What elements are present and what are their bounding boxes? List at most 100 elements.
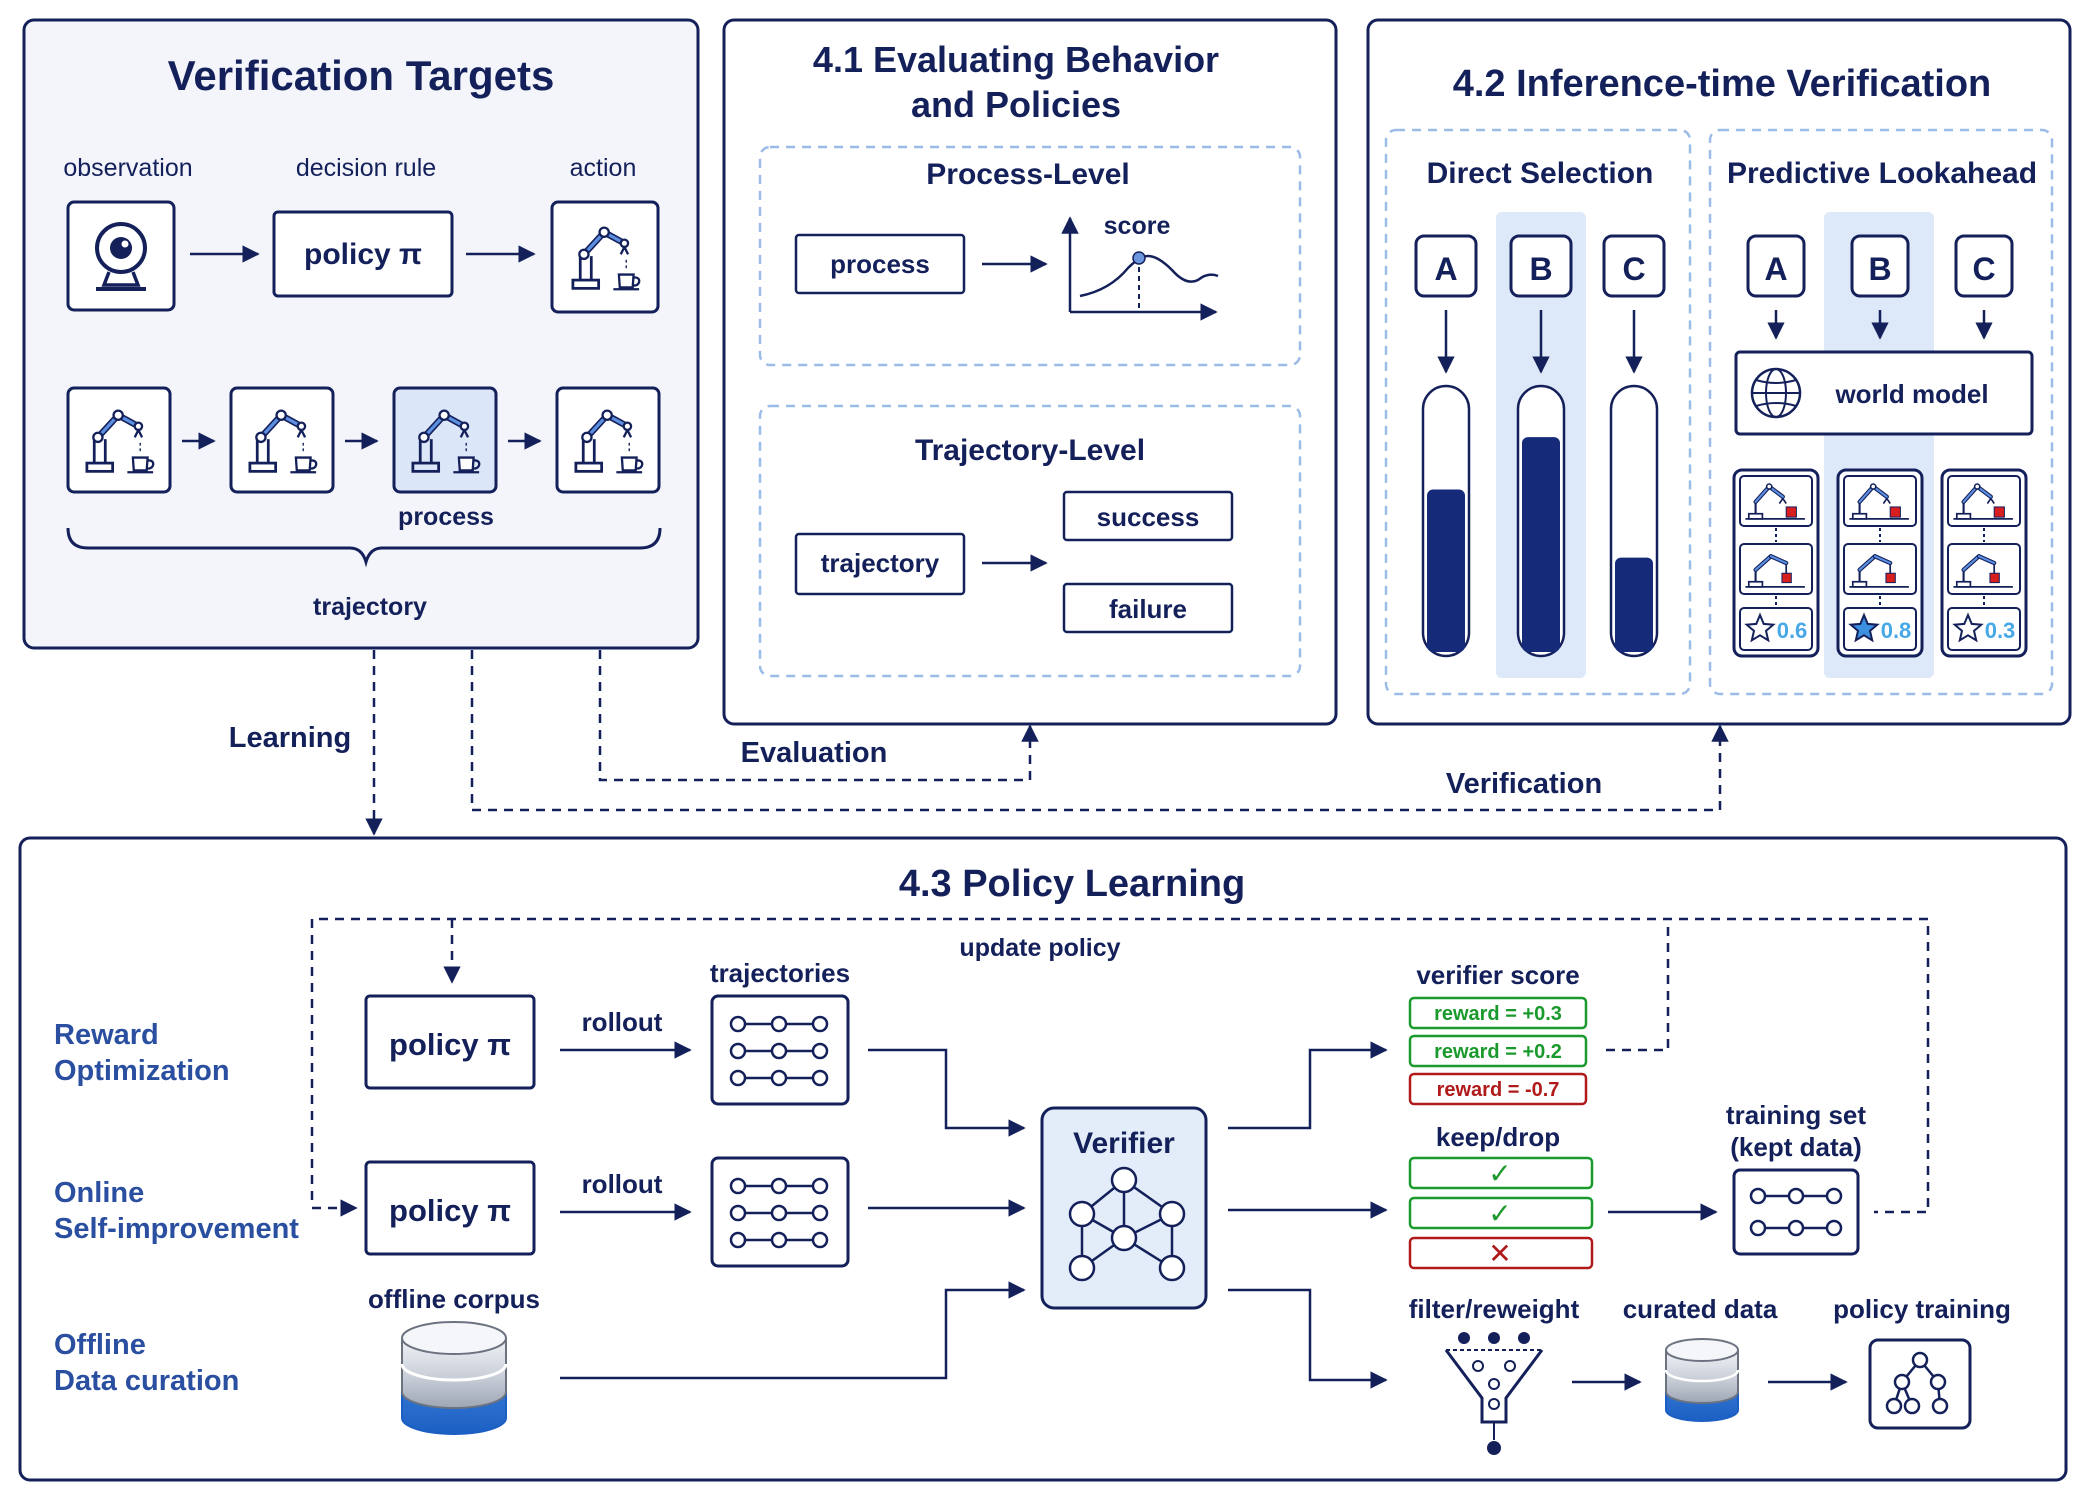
trajectory-level-frame bbox=[758, 404, 1302, 678]
targets-title: Verification Targets bbox=[168, 52, 555, 99]
score-bar-fill-b bbox=[1522, 437, 1560, 652]
direct-candidate-label-c: C bbox=[1622, 251, 1645, 287]
reward-feedback-line bbox=[1606, 921, 1670, 1052]
score-bar-fill-c bbox=[1615, 557, 1653, 652]
direct-candidate-box-c bbox=[1602, 234, 1666, 298]
direct-selection-bars: A B C bbox=[1414, 234, 1666, 658]
lookahead-score-c: 0.3 bbox=[1985, 618, 2016, 643]
evaluation-arrow-label: Evaluation bbox=[741, 737, 888, 769]
evaluating-title-line2: and Policies bbox=[911, 84, 1121, 125]
world-model-label: world model bbox=[1834, 379, 1988, 409]
camera-icon bbox=[66, 200, 176, 312]
reward-label-1: reward = +0.3 bbox=[1434, 1003, 1562, 1025]
targets-policy-label: policy π bbox=[304, 238, 422, 271]
targets-process-label: process bbox=[398, 503, 494, 531]
online-rollout-label: rollout bbox=[582, 1169, 663, 1199]
corpus-to-verifier-arrow bbox=[560, 1281, 1026, 1380]
update-policy-loop bbox=[310, 917, 1930, 1214]
training-set-line1: training set bbox=[1726, 1100, 1866, 1130]
direct-selection-title: Direct Selection bbox=[1427, 157, 1654, 190]
lookahead-score-b: 0.8 bbox=[1881, 618, 1912, 643]
lookahead-candidates: A0.6B0.8C0.3 bbox=[1732, 234, 2028, 658]
verification-targets-panel: Verification Targets observation decisio… bbox=[22, 18, 700, 650]
curated-database-icon bbox=[1664, 1338, 1740, 1422]
reward-box-3 bbox=[1408, 1072, 1588, 1106]
reward-policy-box bbox=[364, 994, 536, 1090]
eval-trajectory-box bbox=[794, 532, 966, 596]
reward-box-1 bbox=[1408, 996, 1588, 1030]
verification-arrow-label: Verification bbox=[1446, 768, 1602, 800]
lookahead-score-a: 0.6 bbox=[1777, 618, 1808, 643]
trajectories-label: trajectories bbox=[710, 958, 850, 988]
verifier-to-score-arrow bbox=[1228, 1041, 1388, 1130]
direct-candidate-label-a: A bbox=[1434, 251, 1457, 287]
predictive-lookahead-frame bbox=[1708, 128, 2054, 696]
keep-box-1 bbox=[1408, 1156, 1594, 1190]
direct-candidate-label-b: B bbox=[1529, 251, 1552, 287]
cross-icon: ✕ bbox=[1488, 1237, 1511, 1270]
score-curve-chart bbox=[1061, 216, 1219, 321]
policy-training-label: policy training bbox=[1833, 1294, 2011, 1324]
database-icon bbox=[400, 1321, 508, 1435]
keep-box-3 bbox=[1408, 1236, 1594, 1270]
score-label: score bbox=[1104, 212, 1171, 240]
reward-optimization-line2: Optimization bbox=[54, 1055, 230, 1087]
world-model-box bbox=[1734, 350, 2034, 436]
keep-drop-list: ✓ ✓ ✕ bbox=[1408, 1156, 1594, 1270]
direct-candidate-box-a bbox=[1414, 234, 1478, 298]
lookahead-candidate-box-a bbox=[1746, 234, 1806, 298]
reward-policy-label: policy π bbox=[389, 1027, 511, 1062]
targets-policy-box bbox=[272, 210, 454, 298]
evaluating-panel-frame bbox=[722, 18, 1338, 726]
lookahead-candidate-box-c bbox=[1954, 234, 2014, 298]
curated-data-label: curated data bbox=[1623, 1294, 1778, 1324]
lookahead-candidate-label-b: B bbox=[1868, 251, 1891, 287]
keep-drop-label: keep/drop bbox=[1436, 1122, 1560, 1152]
robot-arm-icon bbox=[550, 200, 660, 314]
check-icon: ✓ bbox=[1488, 1157, 1511, 1190]
reward-optimization-line1: Reward bbox=[54, 1019, 159, 1051]
direct-selection-frame bbox=[1384, 128, 1692, 696]
star-icon bbox=[1848, 612, 1880, 643]
policy-learning-panel: 4.3 Policy Learning update policy Reward… bbox=[18, 836, 2068, 1482]
offline-line1: Offline bbox=[54, 1329, 146, 1361]
process-frame-3-highlighted bbox=[392, 386, 498, 494]
score-bar-fill-a bbox=[1427, 489, 1465, 652]
online-line1: Online bbox=[54, 1177, 144, 1209]
inference-panel: 4.2 Inference-time Verification Direct S… bbox=[1366, 18, 2072, 726]
verifier-to-filter-arrow bbox=[1228, 1288, 1388, 1389]
policy-learning-title: 4.3 Policy Learning bbox=[899, 863, 1245, 905]
eval-process-box bbox=[794, 233, 966, 295]
predictive-lookahead-title: Predictive Lookahead bbox=[1727, 157, 2037, 190]
star-icon bbox=[1744, 612, 1776, 643]
trajectory-brace bbox=[66, 527, 662, 568]
training-set-line2: (kept data) bbox=[1730, 1132, 1861, 1162]
funnel-icon bbox=[1444, 1332, 1544, 1455]
action-label: action bbox=[570, 154, 637, 182]
connector-arrows bbox=[365, 650, 1729, 836]
check-icon: ✓ bbox=[1488, 1197, 1511, 1230]
decision-rule-label: decision rule bbox=[296, 154, 436, 182]
reward-rollout-label: rollout bbox=[582, 1007, 663, 1037]
eval-process-label: process bbox=[830, 249, 930, 279]
globe-icon bbox=[1750, 367, 1802, 419]
trajectories-icon-reward bbox=[710, 994, 850, 1106]
traj-to-verifier-arrow-1 bbox=[868, 1048, 1026, 1137]
online-policy-label: policy π bbox=[389, 1193, 511, 1228]
observation-label: observation bbox=[63, 154, 192, 182]
lookahead-candidate-label-c: C bbox=[1972, 251, 1995, 287]
evaluating-title-line1: 4.1 Evaluating Behavior bbox=[813, 39, 1219, 80]
learning-arrow-label: Learning bbox=[229, 722, 351, 754]
online-policy-box bbox=[364, 1160, 536, 1256]
inference-title: 4.2 Inference-time Verification bbox=[1453, 63, 1992, 105]
verifier-label: Verifier bbox=[1073, 1127, 1175, 1160]
offline-line2: Data curation bbox=[54, 1365, 239, 1397]
evaluating-panel: 4.1 Evaluating Behavior and Policies Pro… bbox=[722, 18, 1338, 726]
process-frame-1 bbox=[66, 386, 172, 494]
targets-panel-frame bbox=[22, 18, 700, 650]
training-set-icon bbox=[1732, 1168, 1860, 1256]
process-level-frame bbox=[758, 145, 1302, 367]
trajectories-icon-online bbox=[710, 1156, 850, 1268]
verifier-score-label: verifier score bbox=[1416, 960, 1579, 990]
